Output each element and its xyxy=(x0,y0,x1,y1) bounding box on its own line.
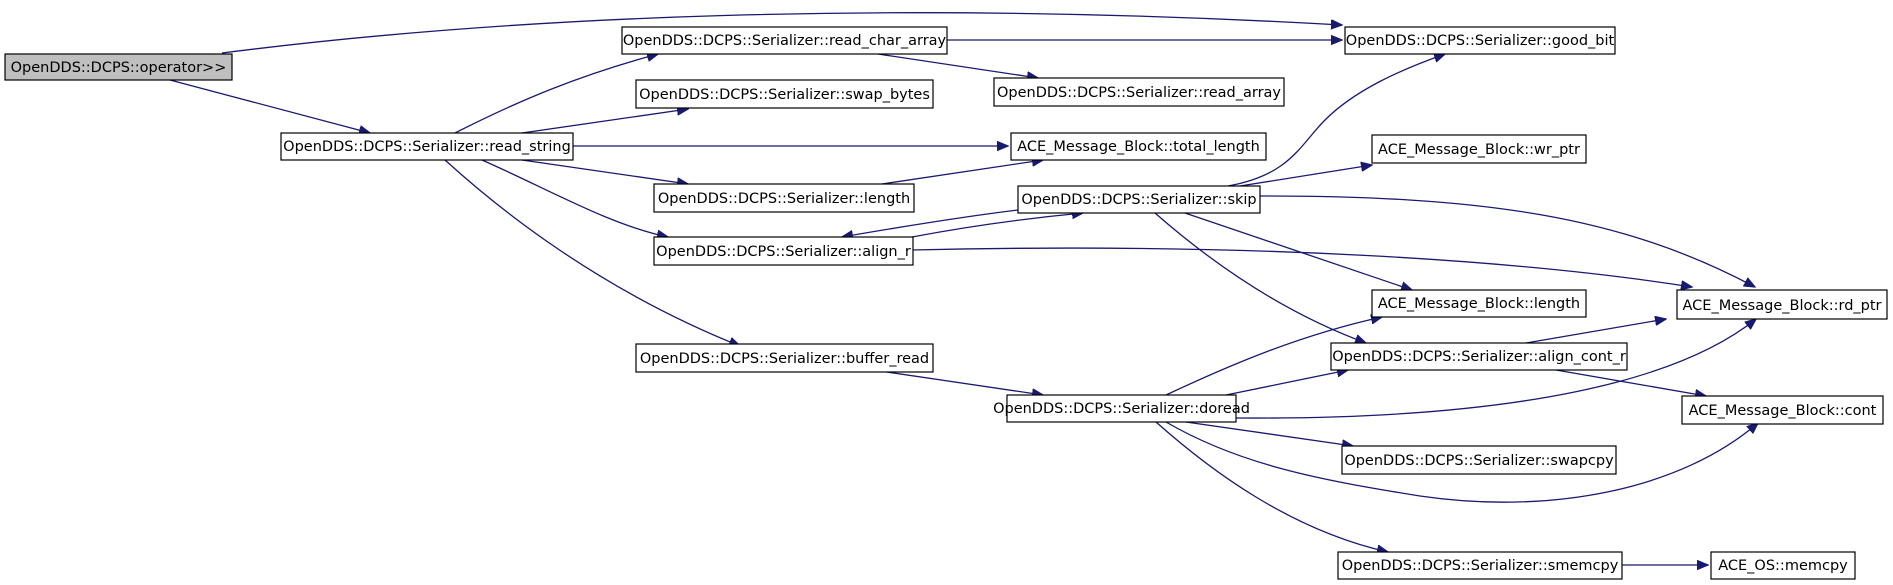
node-label: OpenDDS::DCPS::Serializer::read_char_arr… xyxy=(623,33,947,49)
node-label: OpenDDS::DCPS::Serializer::buffer_read xyxy=(640,351,929,367)
edge-operator-to-read-string xyxy=(169,79,370,133)
node-total-length[interactable]: ACE_Message_Block::total_length xyxy=(1010,132,1267,161)
edge-buffer-read-to-doread xyxy=(879,370,1043,395)
edge-skip-to-wr-ptr xyxy=(1239,165,1372,187)
node-label: ACE_Message_Block::total_length xyxy=(1017,139,1260,155)
node-label: ACE_Message_Block::wr_ptr xyxy=(1378,142,1580,158)
node-buffer-read[interactable]: OpenDDS::DCPS::Serializer::buffer_read xyxy=(635,343,934,373)
node-label: ACE_Message_Block::length xyxy=(1378,296,1580,312)
node-label: OpenDDS::DCPS::Serializer::align_r xyxy=(656,244,911,260)
edge-skip-to-align-r xyxy=(842,209,1019,237)
edge-length-to-total-length xyxy=(881,160,1043,185)
edge-align-r-to-skip xyxy=(911,213,1083,238)
node-doread[interactable]: OpenDDS::DCPS::Serializer::doread xyxy=(993,394,1250,423)
node-label: OpenDDS::DCPS::operator>> xyxy=(11,60,227,76)
edge-doread-to-swapcpy xyxy=(1185,421,1353,446)
edge-operator-to-good-bit xyxy=(221,12,1342,54)
node-memcpy[interactable]: ACE_OS::memcpy xyxy=(1710,551,1856,580)
node-read-char-array[interactable]: OpenDDS::DCPS::Serializer::read_char_arr… xyxy=(621,26,948,55)
node-label: OpenDDS::DCPS::Serializer::swapcpy xyxy=(1344,453,1614,469)
node-label: ACE_OS::memcpy xyxy=(1718,558,1848,574)
edge-doread-to-align-cont-r xyxy=(1225,370,1348,396)
edge-doread-to-mb-length xyxy=(1165,317,1382,396)
edges-layer xyxy=(169,12,1758,565)
node-label: OpenDDS::DCPS::Serializer::align_cont_r xyxy=(1332,349,1626,365)
node-label: OpenDDS::DCPS::Serializer::read_array xyxy=(997,85,1281,101)
node-swap-bytes[interactable]: OpenDDS::DCPS::Serializer::swap_bytes xyxy=(635,79,934,109)
node-smemcpy[interactable]: OpenDDS::DCPS::Serializer::smemcpy xyxy=(1337,551,1623,580)
edge-doread-to-smemcpy xyxy=(1155,421,1388,552)
node-label: ACE_Message_Block::cont xyxy=(1689,403,1877,419)
node-mb-length[interactable]: ACE_Message_Block::length xyxy=(1371,289,1587,318)
node-wr-ptr[interactable]: ACE_Message_Block::wr_ptr xyxy=(1371,134,1587,164)
node-cont[interactable]: ACE_Message_Block::cont xyxy=(1681,395,1884,425)
edge-align-cont-r-to-rd-ptr xyxy=(1525,319,1666,344)
edge-align-cont-r-to-cont xyxy=(1555,369,1706,396)
node-read-array[interactable]: OpenDDS::DCPS::Serializer::read_array xyxy=(993,77,1285,107)
node-good-bit[interactable]: OpenDDS::DCPS::Serializer::good_bit xyxy=(1344,26,1616,55)
edge-read-string-to-buffer-read xyxy=(444,159,740,346)
edge-read-string-to-swap-bytes xyxy=(521,109,688,134)
edge-read-string-to-align-r xyxy=(481,159,668,237)
edge-doread-to-rd-ptr xyxy=(1235,319,1756,419)
edge-read-string-to-length xyxy=(521,159,688,184)
node-operator[interactable]: OpenDDS::DCPS::operator>> xyxy=(4,53,233,81)
node-label: OpenDDS::DCPS::Serializer::doread xyxy=(993,401,1250,417)
node-swapcpy[interactable]: OpenDDS::DCPS::Serializer::swapcpy xyxy=(1341,445,1617,475)
edge-skip-to-good-bit xyxy=(1227,54,1445,187)
nodes-layer: OpenDDS::DCPS::operator>> OpenDDS::DCPS:… xyxy=(4,26,1888,580)
node-label: OpenDDS::DCPS::Serializer::length xyxy=(658,191,910,207)
edge-skip-to-mb-length xyxy=(1184,212,1412,290)
node-label: ACE_Message_Block::rd_ptr xyxy=(1683,298,1882,314)
node-label: OpenDDS::DCPS::Serializer::good_bit xyxy=(1346,33,1615,49)
node-label: OpenDDS::DCPS::Serializer::read_string xyxy=(283,139,571,155)
node-label: OpenDDS::DCPS::Serializer::skip xyxy=(1021,192,1256,208)
node-label: OpenDDS::DCPS::Serializer::swap_bytes xyxy=(639,87,930,103)
edge-doread-to-cont xyxy=(1165,421,1758,503)
node-length[interactable]: OpenDDS::DCPS::Serializer::length xyxy=(653,183,915,213)
edge-read-string-to-read-char-array xyxy=(454,54,658,134)
edge-align-r-to-rd-ptr xyxy=(911,247,1692,287)
node-align-r[interactable]: OpenDDS::DCPS::Serializer::align_r xyxy=(653,236,914,266)
edge-read-char-array-to-read-array xyxy=(877,53,1038,78)
node-label: OpenDDS::DCPS::Serializer::smemcpy xyxy=(1342,558,1619,574)
edge-skip-to-rd-ptr xyxy=(1259,195,1755,287)
node-skip[interactable]: OpenDDS::DCPS::Serializer::skip xyxy=(1017,185,1261,214)
edge-skip-to-align-cont-r xyxy=(1154,212,1366,343)
node-rd-ptr[interactable]: ACE_Message_Block::rd_ptr xyxy=(1676,289,1888,320)
node-align-cont-r[interactable]: OpenDDS::DCPS::Serializer::align_cont_r xyxy=(1330,342,1628,371)
node-read-string[interactable]: OpenDDS::DCPS::Serializer::read_string xyxy=(280,132,574,161)
